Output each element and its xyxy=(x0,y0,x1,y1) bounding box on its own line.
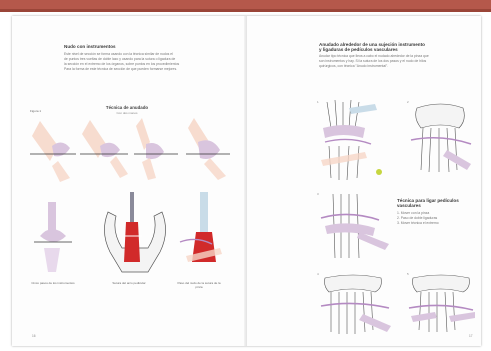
figure-title: Técnica de anudado xyxy=(72,105,182,110)
figure-label: Figura 1 xyxy=(30,110,41,114)
book-spread: Nudo con instrumentos Este nivel de secc… xyxy=(12,16,481,346)
figure-subtitle: Con dos manos xyxy=(72,111,182,115)
left-body-line-3: la sección en el extremo de los órganos,… xyxy=(64,62,179,66)
left-body-line-1: Este nivel de sección se forma usando co… xyxy=(64,52,173,56)
right-heading-line-2: y ligaduras de pedículos vasculares xyxy=(319,47,398,52)
ligature-step-5-illustration xyxy=(407,272,477,338)
side-list-item-1: 1. Mover con la pinza xyxy=(397,211,429,215)
side-list-item-3: 3. Mover técnica el extremo xyxy=(397,221,439,225)
knot-step-4 xyxy=(186,118,230,180)
top-color-band xyxy=(0,0,491,12)
ligature-step-2-illustration xyxy=(407,100,475,180)
right-body-line-3: quirúrgicos, con técnica "Anudo instrume… xyxy=(319,64,388,68)
left-heading: Nudo con instrumentos xyxy=(64,44,116,49)
ligature-step-1-illustration xyxy=(319,98,393,184)
ligature-step-3-illustration xyxy=(319,192,393,262)
knot-step-3 xyxy=(134,118,178,180)
knot-step-1 xyxy=(30,121,76,182)
right-body-line-1: Anudar tipo técnica que lleva a cabo el … xyxy=(319,54,429,58)
left-body-line-2: de puntos tres vueltas de doble lazo y u… xyxy=(64,57,175,61)
ligature-step-4-illustration xyxy=(319,272,393,338)
caption-1: Cinco pasos de los instrumentos xyxy=(30,282,76,286)
right-page-number: 17 xyxy=(469,334,473,338)
caption-2: Sutura del arco pedicular xyxy=(106,282,152,286)
knot-step-2 xyxy=(80,120,128,178)
caption-3: Paso del nudo de la sutura de la pinza xyxy=(174,282,224,289)
clamp-ligature-illustration xyxy=(180,192,222,262)
left-page: Nudo con instrumentos Este nivel de secc… xyxy=(12,16,246,346)
left-page-number: 16 xyxy=(32,334,36,338)
left-body-line-4: Para la forma de este técnica de sección… xyxy=(64,67,177,71)
knot-detail-row-illustration xyxy=(30,192,230,280)
knot-steps-row-illustration xyxy=(30,116,230,186)
top-band-shade xyxy=(0,9,491,12)
instrument-knot-illustration xyxy=(34,202,72,272)
right-body-line-2: son instrumentos y hay. Si la sutura de … xyxy=(319,59,426,63)
side-heading-line-2: vasculares xyxy=(397,203,421,208)
pedicle-tissue-illustration xyxy=(104,192,165,272)
side-list-item-2: 2. Paso de doble ligaduras xyxy=(397,216,437,220)
right-page: Anudado alrededor de una sujeción instru… xyxy=(247,16,481,346)
